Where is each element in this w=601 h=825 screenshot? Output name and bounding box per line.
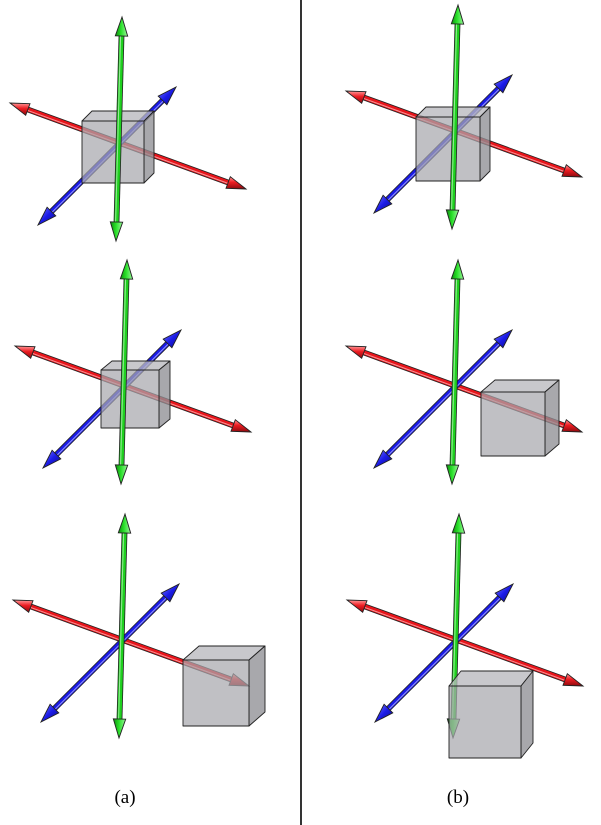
caption-b: (b): [446, 787, 470, 808]
y-axis-arrow: [112, 512, 132, 740]
cube: [448, 670, 534, 759]
cube: [81, 110, 155, 184]
panel-a1: [8, 15, 248, 243]
panel-b1: [344, 3, 584, 231]
z-axis-arrow: [372, 328, 514, 470]
cube: [480, 379, 560, 457]
panel-b2: [344, 258, 584, 486]
panel-a3: [11, 512, 266, 740]
panels: [8, 3, 585, 759]
y-axis-arrow: [445, 258, 465, 486]
cube: [100, 360, 171, 429]
y-axis-arrow: [109, 15, 129, 243]
z-axis-arrow: [373, 582, 515, 724]
x-axis-arrow: [345, 599, 585, 687]
caption-a: (a): [114, 787, 136, 808]
y-axis-arrow: [445, 3, 465, 231]
z-axis-arrow: [39, 582, 181, 724]
panel-b3: [345, 512, 585, 759]
cube: [182, 645, 266, 727]
panel-a2: [13, 258, 253, 486]
y-axis-arrow: [114, 258, 134, 486]
